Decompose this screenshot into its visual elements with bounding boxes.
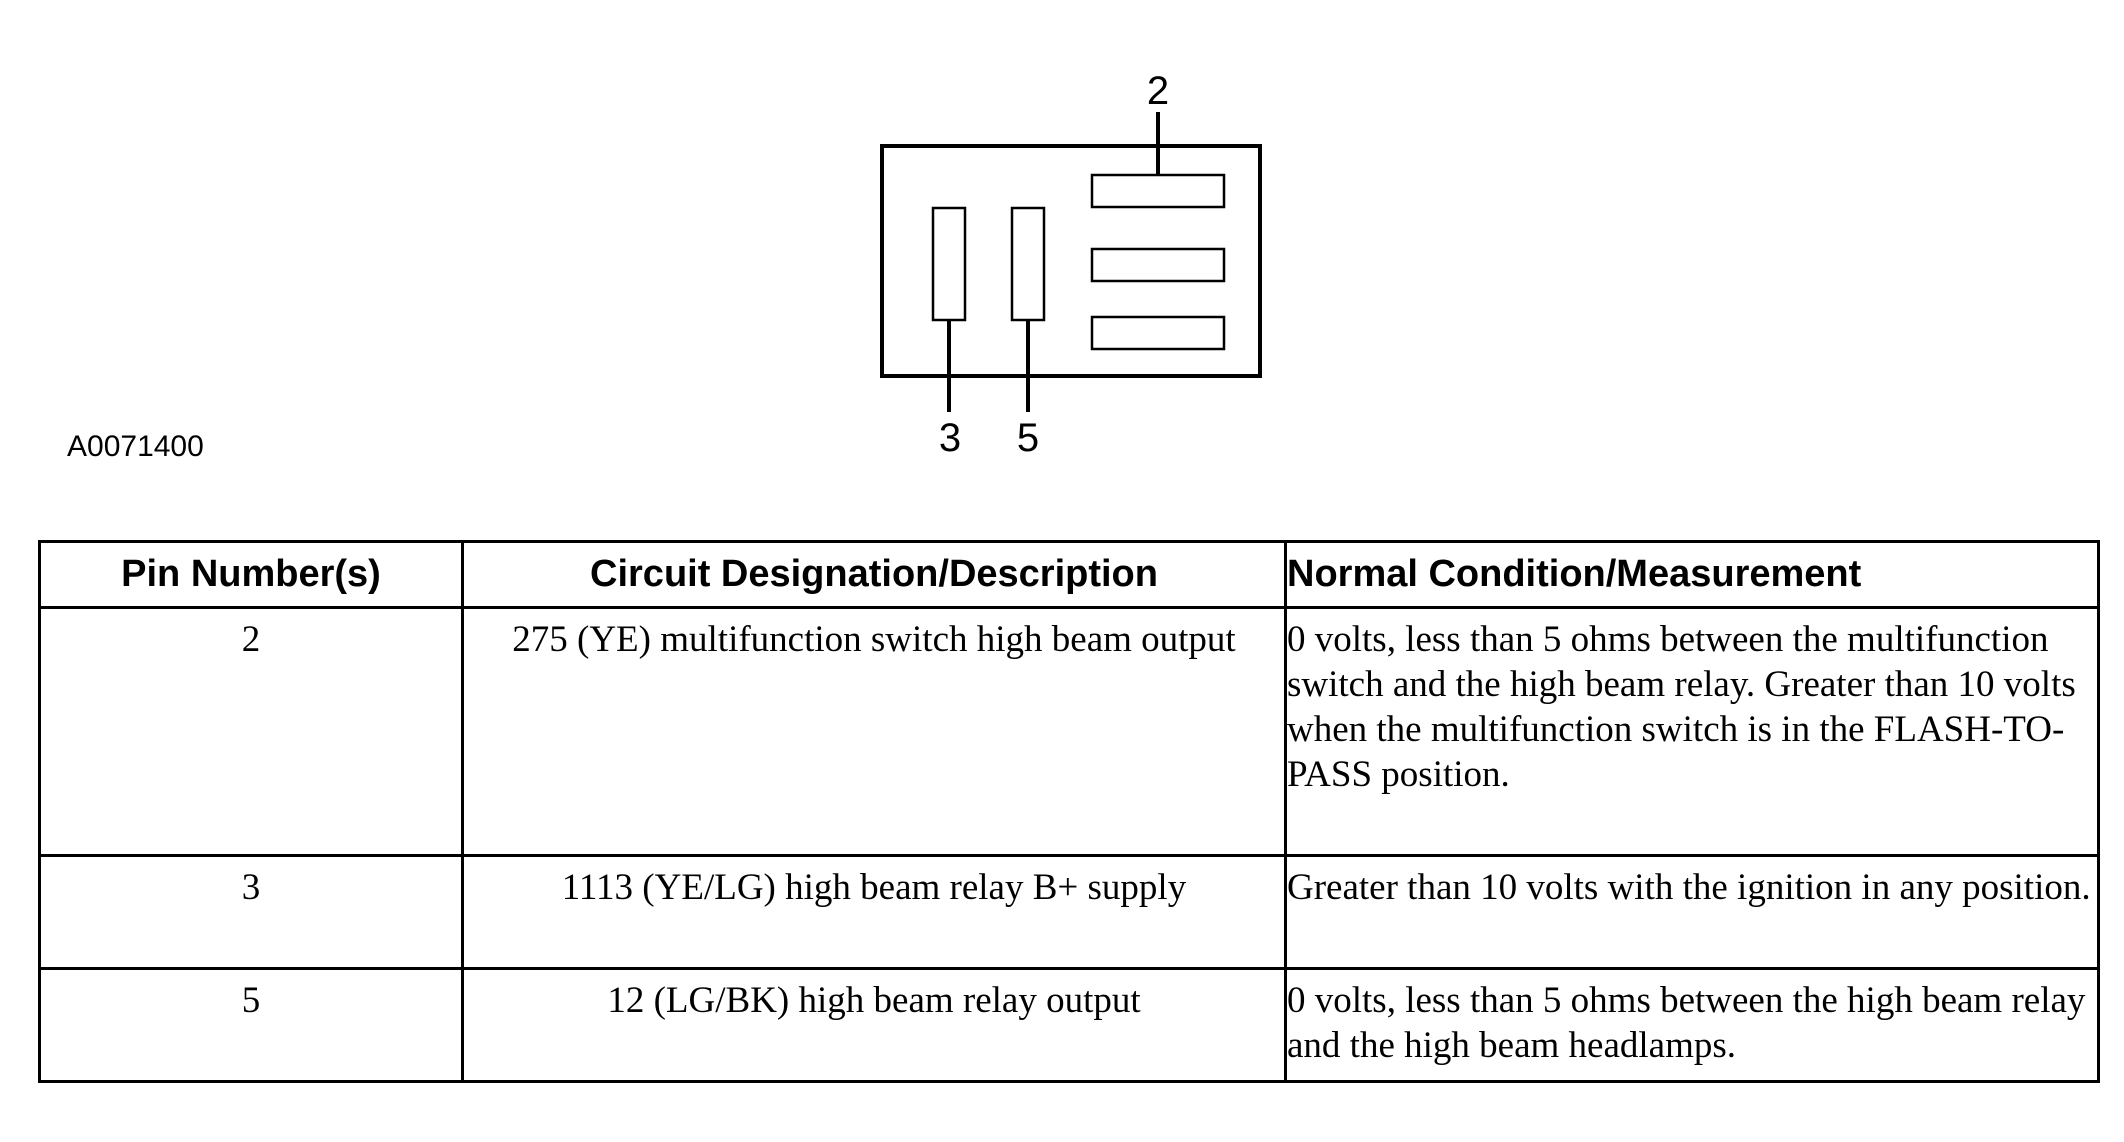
connector-diagram: 2 3 5 xyxy=(0,0,2124,500)
terminal-slot-pin-2 xyxy=(1090,173,1226,209)
table-row: 5 12 (LG/BK) high beam relay output 0 vo… xyxy=(38,967,2100,1083)
header-condition: Normal Condition/Measurement xyxy=(1284,540,2100,609)
cell-condition: 0 volts, less than 5 ohms between the mu… xyxy=(1284,606,2100,857)
pin-table: Pin Number(s) Circuit Designation/Descri… xyxy=(38,540,2100,1083)
terminal-slot-pin-5 xyxy=(1010,206,1046,322)
cell-circuit: 1113 (YE/LG) high beam relay B+ supply xyxy=(461,854,1287,970)
terminal-slot-pin-3 xyxy=(931,206,967,322)
header-circuit: Circuit Designation/Description xyxy=(461,540,1287,609)
cell-pin: 5 xyxy=(38,967,464,1083)
table-row: 2 275 (YE) multifunction switch high bea… xyxy=(38,606,2100,857)
pin-label-3: 3 xyxy=(939,416,961,460)
table-header-row: Pin Number(s) Circuit Designation/Descri… xyxy=(38,540,2100,609)
cell-circuit: 12 (LG/BK) high beam relay output xyxy=(461,967,1287,1083)
table-row: 3 1113 (YE/LG) high beam relay B+ supply… xyxy=(38,854,2100,970)
terminal-slot-lower xyxy=(1090,315,1226,351)
cell-condition: 0 volts, less than 5 ohms between the hi… xyxy=(1284,967,2100,1083)
connector-housing xyxy=(880,144,1262,378)
pin-label-2: 2 xyxy=(1147,69,1169,113)
figure-id: A0071400 xyxy=(67,430,204,463)
cell-pin: 2 xyxy=(38,606,464,857)
pin-label-5: 5 xyxy=(1017,416,1039,460)
terminal-slot-middle xyxy=(1090,247,1226,283)
cell-circuit: 275 (YE) multifunction switch high beam … xyxy=(461,606,1287,857)
connector-face-drawing: 2 3 5 xyxy=(880,69,1262,460)
cell-pin: 3 xyxy=(38,854,464,970)
header-pin-number: Pin Number(s) xyxy=(38,540,464,609)
cell-condition: Greater than 10 volts with the ignition … xyxy=(1284,854,2100,970)
